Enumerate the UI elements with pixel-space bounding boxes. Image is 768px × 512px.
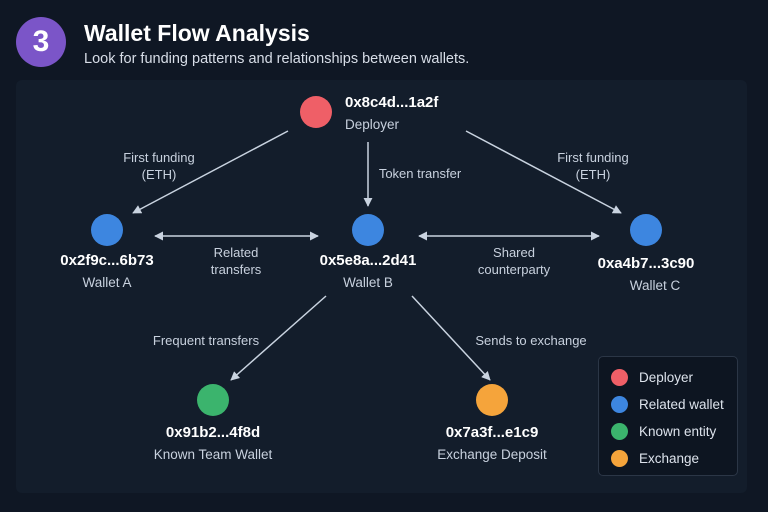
arrow-deployer-to-wallet-c: [465, 130, 622, 214]
wallet-c-node[interactable]: [630, 214, 662, 246]
exchange-deposit-address: 0x7a3f...e1c9: [445, 424, 539, 441]
arrow-wallet-b-to-exchange: [411, 295, 491, 381]
edge-label-first-funding-c: First funding (ETH): [557, 150, 629, 182]
arrow-deployer-to-wallet-a: [132, 130, 289, 214]
deployer-node[interactable]: [300, 96, 332, 128]
legend-swatch-related-wallet: [611, 395, 628, 413]
header: 3 Wallet Flow Analysis Look for funding …: [0, 0, 768, 80]
legend-label: Exchange: [639, 450, 700, 466]
edge-label-first-funding-a: First funding (ETH): [123, 150, 195, 182]
wallet-a-role: Wallet A: [82, 275, 132, 290]
arrow-wallet-b-to-team-wallet: [230, 295, 327, 381]
legend-item-deployer: Deployer: [611, 367, 693, 387]
legend-swatch-known-entity: [611, 422, 628, 440]
edge-label-frequent-transfers: Frequent transfers: [152, 333, 260, 348]
legend-swatch-exchange: [611, 449, 628, 467]
edge-label-related-transfers: Related transfers: [210, 245, 262, 277]
deployer-address: 0x8c4d...1a2f: [345, 94, 439, 111]
legend-swatch-deployer: [611, 368, 628, 386]
legend-label: Related wallet: [639, 396, 724, 412]
team-wallet-role: Known Team Wallet: [153, 447, 273, 462]
deployer-role: Deployer: [345, 117, 400, 132]
wallet-a-address: 0x2f9c...6b73: [60, 252, 154, 269]
team-wallet-address: 0x91b2...4f8d: [165, 424, 261, 441]
edge-label-token-transfer: Token transfer: [378, 166, 462, 181]
step-number-badge: 3: [16, 17, 66, 67]
wallet-b-node[interactable]: [352, 214, 384, 246]
legend: Deployer Related wallet Known entity Exc…: [598, 356, 738, 476]
legend-item-known-entity: Known entity: [611, 421, 716, 441]
wallet-c-address: 0xa4b7...3c90: [597, 255, 695, 272]
team-wallet-node[interactable]: [197, 384, 229, 416]
exchange-deposit-role: Exchange Deposit: [437, 447, 547, 462]
legend-item-exchange: Exchange: [611, 448, 699, 468]
legend-label: Deployer: [639, 369, 694, 385]
wallet-b-role: Wallet B: [343, 275, 393, 290]
page-title: Wallet Flow Analysis: [84, 20, 310, 46]
legend-label: Known entity: [639, 423, 717, 439]
wallet-b-address: 0x5e8a...2d41: [319, 252, 417, 269]
page-subtitle: Look for funding patterns and relationsh…: [84, 51, 470, 67]
exchange-deposit-node[interactable]: [476, 384, 508, 416]
wallet-a-node[interactable]: [91, 214, 123, 246]
legend-item-related-wallet: Related wallet: [611, 394, 724, 414]
edge-label-shared-counterparty: Shared counterparty: [477, 245, 551, 277]
edge-label-sends-to-exchange: Sends to exchange: [475, 333, 587, 348]
wallet-c-role: Wallet C: [629, 278, 681, 293]
